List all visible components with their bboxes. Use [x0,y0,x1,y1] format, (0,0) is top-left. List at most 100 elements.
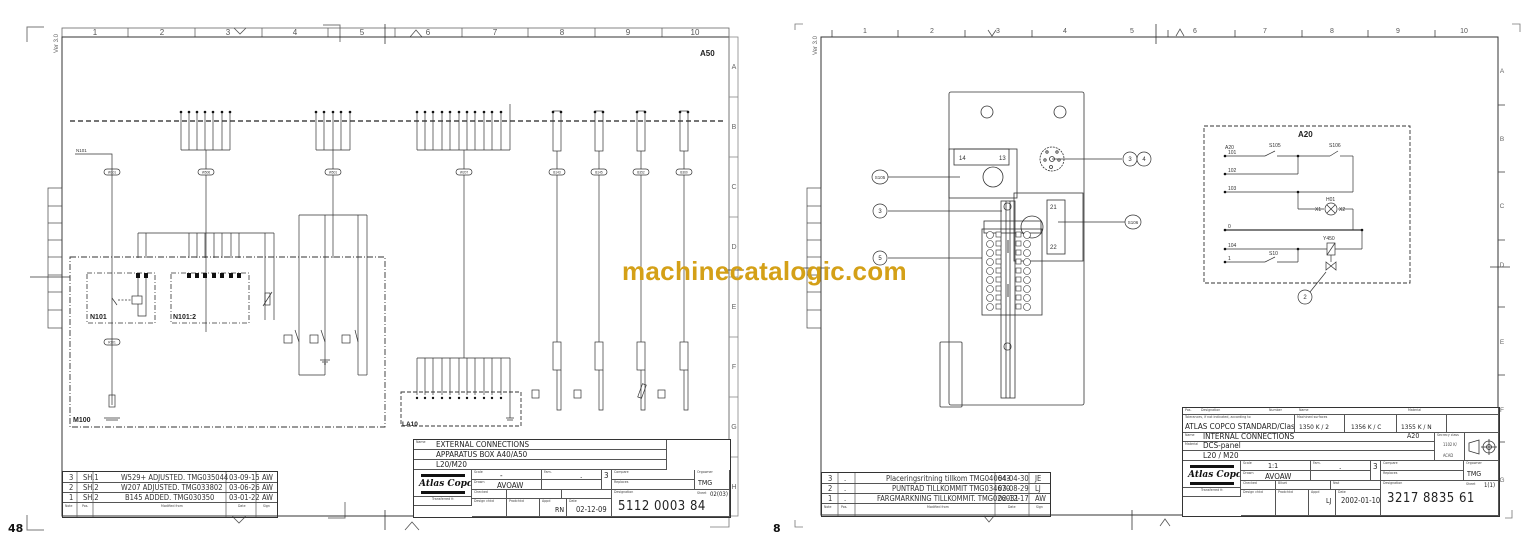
design-chkd-label: Design chkd [474,499,494,503]
revision-modified: PUNTRAD TILLKOMMIT TMG034670 [892,484,1011,493]
revision-note: 1 [828,494,833,503]
revision-sign: AW [262,483,273,492]
svg-text:N101: N101 [76,148,87,153]
dcs-panel-drawing [939,91,1085,408]
svg-text:3: 3 [1128,157,1132,163]
svg-text:B145: B145 [595,171,603,175]
revision-modified: W529+ ADJUSTED. TMG035044 [121,473,229,482]
scale-value: 1:1 [1268,462,1279,470]
fam-value: . [580,471,583,480]
prodchkd-label: Prodchkd [509,499,524,503]
svg-text:S106: S106 [1329,143,1341,149]
orgowner-label: Orgowner [697,470,713,474]
header-pos: Pos. [82,504,89,508]
drawn-label: Drawn [474,480,485,484]
svg-text:B: B [1500,136,1504,143]
revision-grid-lines [76,472,257,517]
header-modified: Modified from [161,504,183,508]
svg-text:D: D [1500,262,1505,269]
parts-pos-header: Pos. [1185,408,1192,412]
transferred-label: Transferred fr. [1201,488,1224,492]
revision-row: 3 SH.1 W529+ ADJUSTED. TMG035044 03-09-1… [63,472,277,483]
svg-text:7: 7 [493,28,498,37]
revision-date: 03-09-15 [229,473,260,482]
drawing-name-line-3: L20/M20 [436,460,467,469]
revision-row: 2 SH.2 W207 ADJUSTED. TMG033802 03-06-26… [63,482,277,493]
parts-material-header: Material [1408,408,1422,412]
revision-date: 03-06-26 [229,483,260,492]
revision-date: 04-04-30 [998,474,1029,483]
svg-text:13: 13 [999,156,1006,162]
replaces-label: Replaces [614,480,629,484]
sheet-value: 1(1) [1484,482,1496,489]
header-modified: Modified from [927,505,949,509]
replaces-label: Replaces [1383,471,1398,475]
fam-value: . [1339,462,1342,471]
appd-value: RN [555,506,565,514]
revision-note: 3 [69,473,74,482]
sheet-label: Sheet [1466,482,1476,486]
tolerances-label: Tolerances, if not indicated, according … [1185,415,1251,419]
svg-text:9: 9 [1396,28,1400,35]
revision-row: 2 . PUNTRAD TILLKOMMIT TMG034670 03-08-2… [822,483,1050,494]
revision-pos: SH.2 [83,493,99,502]
surface-class-3: 1355 K / N [1401,423,1432,431]
page-number-left: 48 [8,522,24,535]
revision-pos: SH.2 [83,483,99,492]
designation-label: Designation [1383,481,1403,485]
revision-row: 1 SH.2 B145 ADDED. TMG030350 03-01-22 AW [63,492,277,503]
svg-text:3: 3 [996,28,1000,35]
acad-label: ACAD [1443,453,1454,458]
material-value: DCS-panel [1203,442,1241,450]
name-label: Name [1185,433,1195,437]
revision-modified: B145 ADDED. TMG030350 [125,493,215,502]
orgowner-label: Orgowner [1466,461,1482,465]
svg-text:4: 4 [1063,28,1067,35]
svg-text:G: G [731,424,736,431]
header-date: Date [238,504,246,508]
svg-text:9: 9 [626,28,631,37]
orgowner-value: TMG [698,479,713,487]
date-label: Date [1338,490,1346,494]
orgowner-value: TMG [1467,470,1482,478]
revision-header-row: Note Pos. Modified from Date Sign [63,502,277,512]
appd-label: Appd [542,499,551,503]
svg-text:F: F [732,364,736,371]
svg-text:C: C [1500,203,1505,210]
revision-date: 03-08-29 [998,484,1029,493]
svg-text:H: H [731,484,736,491]
svg-text:1: 1 [93,28,98,37]
svg-text:G: G [1499,477,1504,484]
appd-label: Appd [1311,490,1320,494]
svg-text:Ver 3.0: Ver 3.0 [54,33,60,53]
revision-note: 1 [69,493,74,502]
surface-class-1: 1350 K / 2 [1299,423,1329,431]
parts-name-header: Name [1299,408,1309,412]
svg-text:4: 4 [1142,157,1146,163]
revision-pos: . [844,484,847,493]
svg-text:X1: X1 [1315,207,1321,213]
copyright-note [42,470,43,471]
designation-number: 5112 0003 84 [618,499,706,514]
left-title-block: Name EXTERNAL CONNECTIONS APPARATUS BOX … [413,439,731,518]
designation-number: 3217 8835 61 [1387,491,1475,506]
svg-text:W501: W501 [329,171,338,175]
blkwt-label: Blkwt [1278,481,1287,485]
drawing-name-code: A20 [1407,433,1420,440]
scale-label: Scale [1243,461,1252,465]
projection-symbol-icon [1465,433,1499,461]
svg-text:3: 3 [878,209,882,215]
revision-note: 3 [828,474,833,483]
svg-text:A20: A20 [1225,145,1234,151]
fam-label: Fam. [544,470,552,474]
svg-text:E: E [732,304,737,311]
atlas-copco-logo: Atlas Copco [414,470,472,497]
svg-text:B360: B360 [680,171,688,175]
revision-sign: LJ [1035,484,1041,493]
revision-modified: FARGMARKNING TILLKOMMIT. TMG026031 [877,494,1019,503]
parts-designation-header: Designation [1201,408,1221,412]
